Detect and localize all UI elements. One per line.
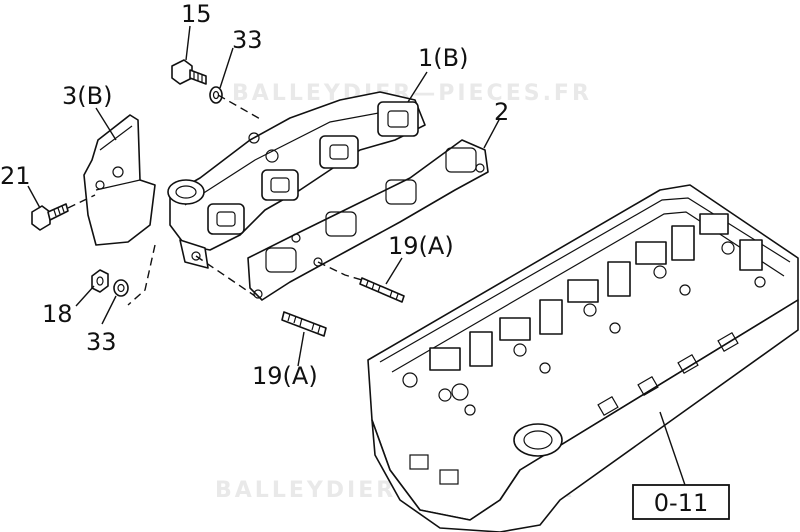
bolt-15[interactable] (171, 59, 207, 85)
head-bolt-holes (402, 241, 766, 416)
washer-33-bottom[interactable] (113, 279, 129, 297)
callout-33-bottom: 33 (86, 328, 117, 356)
heat-shield[interactable] (83, 114, 156, 246)
callout-15: 15 (181, 0, 212, 28)
cylinder-head[interactable] (367, 184, 799, 532)
side-ports (409, 331, 739, 485)
callout-18: 18 (42, 300, 73, 328)
bolt-21[interactable] (31, 203, 69, 231)
stud-19a-right[interactable] (359, 277, 405, 303)
exhaust-manifold[interactable] (167, 91, 426, 269)
callout-19a-bottom: 19(A) (252, 362, 318, 390)
callout-21: 21 (0, 162, 31, 190)
front-boss (513, 423, 563, 457)
washer-33-top[interactable] (209, 86, 223, 104)
callout-1b: 1(B) (418, 44, 468, 72)
reference-box-0-11[interactable]: 0-11 (632, 484, 730, 520)
cam-bearings (429, 213, 763, 371)
callout-3b: 3(B) (62, 82, 112, 110)
callout-33-top: 33 (232, 26, 263, 54)
callout-19a-right: 19(A) (388, 232, 454, 260)
nut-18[interactable] (91, 269, 109, 293)
callout-2: 2 (494, 98, 509, 126)
leader-lines (27, 25, 687, 489)
stud-19a-bottom[interactable] (281, 311, 327, 337)
manifold-gasket[interactable] (247, 139, 489, 301)
alignment-lines (67, 94, 363, 306)
reference-label: 0-11 (654, 489, 708, 517)
